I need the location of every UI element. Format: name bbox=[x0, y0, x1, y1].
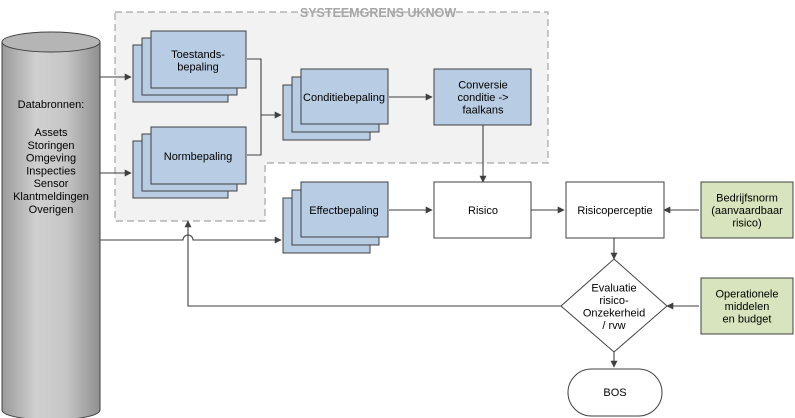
datasources-cylinder: Databronnen: AssetsStoringenOmgevingInsp… bbox=[1, 31, 101, 418]
node-effectbepaling: Effectbepaling bbox=[282, 181, 389, 254]
risicoperceptie-label-line: Risicoperceptie bbox=[577, 205, 652, 217]
datasources-title: Databronnen: bbox=[18, 99, 85, 111]
risico-label-line: Risico bbox=[468, 205, 498, 217]
operationele-label-line: Operationele bbox=[716, 289, 779, 301]
node-toestandsbepaling: Toestands-bepaling bbox=[132, 30, 247, 103]
datasource-item: Klantmeldingen bbox=[13, 191, 89, 203]
datasource-item: Overigen bbox=[29, 204, 74, 216]
bedrijfsnorm-label-line: Bedrijfsnorm bbox=[716, 193, 778, 205]
evaluatie-label-line: Evaluatie bbox=[591, 282, 636, 294]
arrow-evaluatie-feedback bbox=[184, 220, 561, 307]
risico-label: Risico bbox=[468, 205, 498, 217]
node-bos: BOS bbox=[567, 368, 663, 417]
node-risicoperceptie: Risicoperceptie bbox=[565, 181, 665, 239]
arrow-datasources-to-effectbepaling bbox=[100, 234, 282, 244]
connectors bbox=[100, 58, 699, 368]
effectbepaling-label: Effectbepaling bbox=[309, 205, 379, 217]
risicoperceptie-label: Risicoperceptie bbox=[577, 205, 652, 217]
bos-label: BOS bbox=[603, 387, 626, 399]
datasource-item: Sensor bbox=[34, 178, 69, 190]
datasources-list: AssetsStoringenOmgevingInspectiesSensorK… bbox=[13, 127, 89, 216]
toestandsbepaling-label-line: Toestands- bbox=[171, 49, 225, 61]
arrow-toestandsbepaling-to-conditiebepaling bbox=[247, 58, 282, 119]
bos-label-line: BOS bbox=[603, 387, 626, 399]
bedrijfsnorm-label-line: (aanvaardbaar bbox=[711, 205, 783, 217]
conditiebepaling-label-line: Conditiebepaling bbox=[303, 92, 385, 104]
datasource-item: Omgeving bbox=[26, 153, 76, 165]
node-risico: Risico bbox=[433, 181, 532, 239]
operationele-label-line: en budget bbox=[723, 314, 772, 326]
datasource-item: Assets bbox=[34, 127, 68, 139]
node-normbepaling: Normbepaling bbox=[132, 126, 247, 199]
line-normbepaling-merge bbox=[247, 115, 262, 156]
conversie-label-line: Conversie bbox=[458, 80, 508, 92]
conditiebepaling-label: Conditiebepaling bbox=[303, 92, 385, 104]
normbepaling-label: Normbepaling bbox=[164, 151, 232, 163]
normbepaling-label-line: Normbepaling bbox=[164, 151, 232, 163]
conversie-label-line: conditie -> bbox=[457, 92, 508, 104]
evaluatie-label-line: / rvw bbox=[602, 320, 625, 332]
datasource-item: Inspecties bbox=[26, 165, 76, 177]
system-boundary-title: SYSTEEMGRENS UKNOW bbox=[300, 6, 456, 20]
toestandsbepaling-label-line: bepaling bbox=[177, 61, 219, 73]
node-conditiebepaling: Conditiebepaling bbox=[282, 68, 389, 141]
bedrijfsnorm-label-line: risico) bbox=[732, 218, 761, 230]
evaluatie-label-line: risico- bbox=[599, 295, 629, 307]
toestandsbepaling-label: Toestands-bepaling bbox=[171, 49, 225, 74]
evaluatie-label-line: Onzekerheid bbox=[583, 307, 645, 319]
conversie-label-line: faalkans bbox=[463, 105, 504, 117]
operationele-label-line: middelen bbox=[725, 301, 770, 313]
datasource-item: Storingen bbox=[27, 140, 74, 152]
effectbepaling-label-line: Effectbepaling bbox=[309, 205, 379, 217]
